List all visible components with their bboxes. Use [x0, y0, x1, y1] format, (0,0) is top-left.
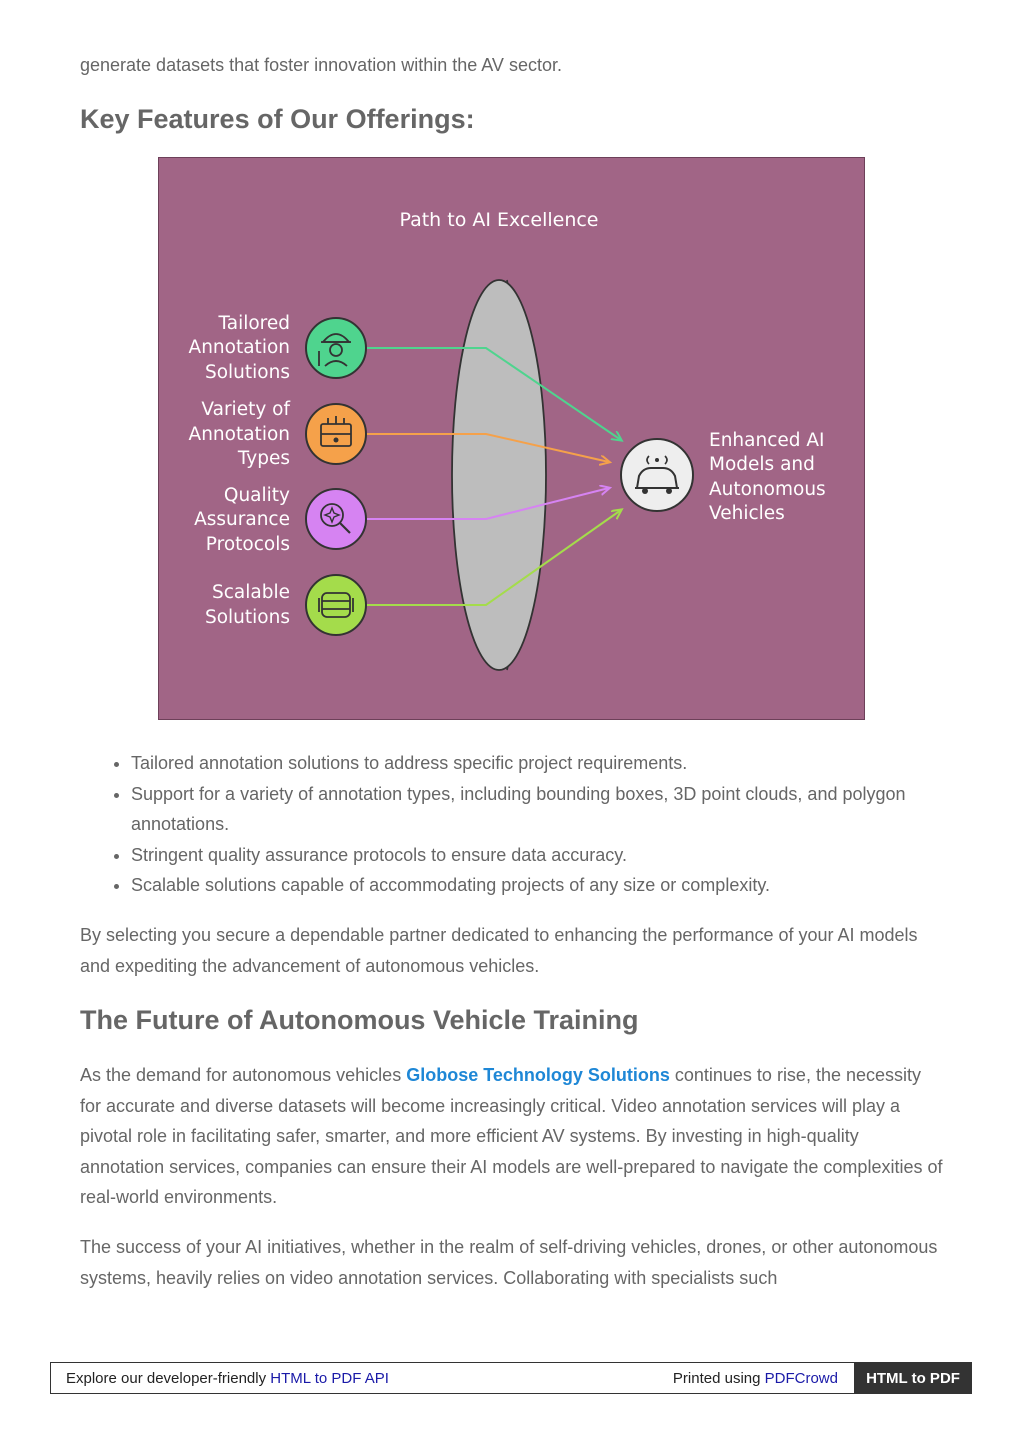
svg-text:Annotation: Annotation — [189, 424, 290, 445]
svg-text:Solutions: Solutions — [205, 607, 290, 628]
label-tailored: Tailored Annotation Solutions — [189, 313, 290, 383]
arrow-scalable — [366, 510, 621, 606]
svg-text:Models and: Models and — [709, 454, 815, 475]
heading-key-features: Key Features of Our Offerings: — [80, 104, 475, 134]
intro-paragraph-tail: generate datasets that foster innovation… — [80, 55, 562, 75]
path-to-ai-excellence-diagram: Path to AI Excellence — [158, 157, 865, 720]
list-item: Scalable solutions capable of accommodat… — [131, 870, 946, 901]
svg-text:Variety of: Variety of — [201, 399, 290, 420]
lens-shape — [451, 279, 547, 671]
diagram-title: Path to AI Excellence — [399, 209, 598, 231]
paragraph-future-text-end: continues to rise, the necessity for acc… — [80, 1065, 943, 1207]
label-output: Enhanced AI Models and Autonomous Vehicl… — [709, 430, 826, 524]
paragraph-partner: By selecting you secure a dependable par… — [80, 925, 918, 976]
arrow-tailored — [366, 347, 621, 440]
label-quality: Quality Assurance Protocols — [194, 485, 290, 555]
footer-left: Explore our developer-friendly HTML to P… — [66, 1370, 389, 1387]
paragraph-future: As the demand for autonomous vehicles Gl… — [80, 1060, 945, 1213]
svg-text:Autonomous: Autonomous — [709, 479, 826, 500]
footer-left-text: Explore our developer-friendly — [66, 1370, 271, 1387]
html-to-pdf-badge-button[interactable]: HTML to PDF — [854, 1362, 972, 1394]
pdfcrowd-footer: Explore our developer-friendly HTML to P… — [50, 1362, 972, 1394]
toolbox-icon — [305, 403, 367, 465]
html-to-pdf-api-link[interactable]: HTML to PDF API — [270, 1370, 389, 1387]
paragraph-future-text-start: As the demand for autonomous vehicles — [80, 1065, 407, 1085]
svg-text:Vehicles: Vehicles — [709, 503, 785, 524]
modular-box-icon — [305, 574, 367, 636]
svg-text:Tailored: Tailored — [218, 313, 291, 334]
footer-right: Printed using PDFCrowd — [673, 1370, 838, 1387]
pdfcrowd-link[interactable]: PDFCrowd — [764, 1370, 838, 1387]
svg-text:Enhanced AI: Enhanced AI — [709, 430, 825, 451]
label-scalable: Scalable Solutions — [205, 582, 290, 628]
svg-text:Assurance: Assurance — [194, 509, 290, 530]
svg-text:Scalable: Scalable — [212, 582, 290, 603]
svg-text:Types: Types — [237, 448, 290, 469]
engineer-icon — [305, 317, 367, 379]
list-item: Tailored annotation solutions to address… — [131, 748, 946, 779]
footer-right-text: Printed using — [672, 1370, 765, 1387]
arrow-quality — [366, 488, 609, 520]
heading-future: The Future of Autonomous Vehicle Trainin… — [80, 1005, 639, 1035]
paragraph-success: The success of your AI initiatives, whet… — [80, 1237, 938, 1288]
diagram-svg: Path to AI Excellence — [189, 209, 826, 671]
svg-text:Solutions: Solutions — [205, 362, 290, 383]
label-variety: Variety of Annotation Types — [189, 399, 291, 469]
magnifier-check-icon — [305, 488, 367, 550]
list-item: Support for a variety of annotation type… — [131, 779, 946, 840]
svg-text:Annotation: Annotation — [189, 337, 290, 358]
globose-link[interactable]: Globose Technology Solutions — [406, 1065, 670, 1085]
feature-bullet-list: Tailored annotation solutions to address… — [80, 748, 946, 901]
arrow-variety — [366, 433, 609, 462]
svg-text:Protocols: Protocols — [206, 534, 290, 555]
autonomous-car-icon — [620, 438, 694, 512]
list-item: Stringent quality assurance protocols to… — [131, 840, 946, 871]
svg-text:Quality: Quality — [224, 485, 290, 506]
